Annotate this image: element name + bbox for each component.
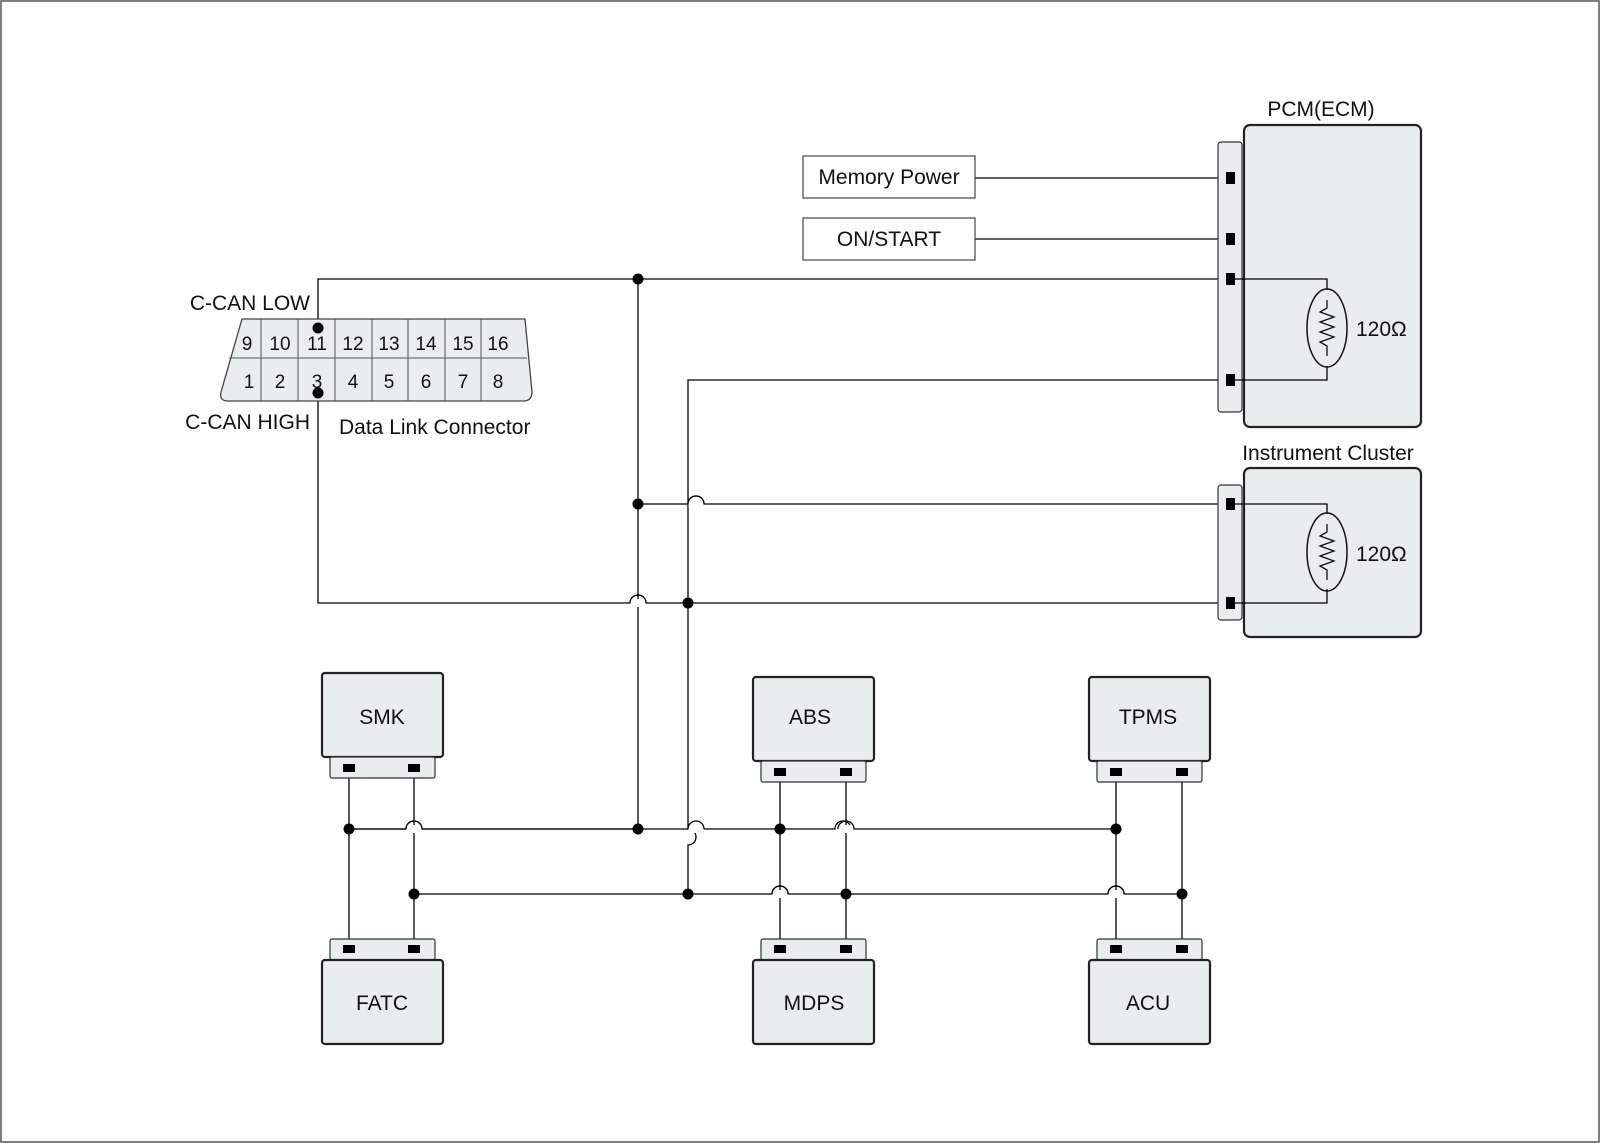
tpms-pin: [1110, 768, 1122, 776]
cluster-box: [1242, 466, 1423, 639]
pcm-pin: [1226, 233, 1235, 245]
dlc-pin-label: 11: [307, 334, 327, 355]
mdps-pin: [774, 945, 786, 953]
junction-dot: [1176, 888, 1188, 900]
junction-dot: [343, 823, 355, 835]
cluster-resistor-value: 120Ω: [1356, 543, 1407, 566]
junction-dot: [312, 387, 324, 399]
acu-box: [1087, 958, 1212, 1046]
fatc-pin: [343, 945, 355, 953]
wire-low-bus: [349, 820, 1116, 830]
dlc-pin-label: 16: [487, 334, 508, 355]
abs-connector: [760, 760, 867, 783]
dlc-body: [220, 318, 533, 402]
instrument-cluster-module: Instrument Cluster 120Ω: [1217, 442, 1423, 639]
fatc-module: FATC: [320, 938, 445, 1046]
pcm-box: [1242, 123, 1423, 429]
dlc-pin-label: 2: [275, 372, 286, 393]
junctions: [312, 273, 1188, 900]
fatc-label: FATC: [356, 992, 408, 1015]
smk-module: SMK: [320, 671, 445, 779]
abs-module: ABS: [751, 675, 876, 783]
mdps-label: MDPS: [784, 992, 845, 1015]
dlc-pins-top: 9 10 11 12 13 14 15 16: [242, 334, 509, 355]
dlc-pin-label: 15: [452, 334, 473, 355]
cluster-connector: [1217, 484, 1243, 621]
wire-can-high-pcm-vertical: [687, 379, 1230, 894]
dlc-pin-label: 6: [421, 372, 432, 393]
tpms-connector: [1096, 760, 1203, 783]
on-start-box: ON/START: [802, 217, 976, 261]
acu-pin: [1110, 945, 1122, 953]
tpms-module: TPMS: [1087, 675, 1212, 783]
junction-dot: [632, 273, 644, 285]
memory-power-label: Memory Power: [818, 166, 959, 189]
dlc-label: Data Link Connector: [339, 416, 530, 439]
crossing-gaps: [405, 495, 1125, 898]
cluster-resistor-ring: [1306, 512, 1348, 592]
junction-dot: [632, 498, 644, 510]
smk-pin: [343, 764, 355, 772]
junction-dot: [312, 322, 324, 334]
dlc-pin-label: 5: [384, 372, 395, 393]
data-link-connector: 9 10 11 12 13 14 15 16 1 2 3 4 5 6 7 8 C…: [185, 292, 533, 439]
junction-dot: [682, 888, 694, 900]
junction-dot: [632, 823, 644, 835]
wire-can-low-cluster: [638, 495, 1230, 505]
junction-dot: [408, 888, 420, 900]
junction-dot: [1110, 823, 1122, 835]
tpms-pin: [1176, 768, 1188, 776]
smk-label: SMK: [359, 706, 405, 729]
dlc-pin-label: 14: [415, 334, 437, 355]
on-start-label: ON/START: [837, 228, 941, 251]
smk-pin: [408, 764, 420, 772]
acu-label: ACU: [1126, 992, 1170, 1015]
resistor-icon: [1318, 300, 1336, 356]
dlc-pin-label: 7: [458, 372, 469, 393]
dlc-pin-label: 1: [244, 372, 255, 393]
abs-pin: [774, 768, 786, 776]
junction-dot: [774, 823, 786, 835]
mdps-module: MDPS: [751, 938, 876, 1046]
can-high-label: C-CAN HIGH: [185, 411, 310, 434]
dlc-pin-label: 3: [312, 372, 323, 393]
wire-high-bus: [414, 885, 1182, 895]
mdps-box: [751, 958, 876, 1046]
cluster-label: Instrument Cluster: [1242, 442, 1414, 465]
resistor-icon: [1318, 524, 1336, 580]
fatc-box: [320, 958, 445, 1046]
dlc-pin-label: 8: [493, 372, 504, 393]
dlc-pin-label: 4: [348, 372, 359, 393]
dlc-pin-label: 10: [269, 334, 290, 355]
junction-dot: [682, 597, 694, 609]
memory-power-box: Memory Power: [802, 155, 976, 199]
pcm-label: PCM(ECM): [1267, 98, 1374, 121]
wires: [317, 177, 1328, 947]
pcm-pin: [1226, 172, 1235, 184]
tpms-label: TPMS: [1119, 706, 1177, 729]
pcm-resistor-ring: [1306, 288, 1348, 368]
mdps-pin: [840, 945, 852, 953]
pcm-module: PCM(ECM) 120Ω: [1217, 98, 1423, 429]
dlc-pin-label: 13: [378, 334, 399, 355]
abs-pin: [840, 768, 852, 776]
dlc-pins-bottom: 1 2 3 4 5 6 7 8: [244, 372, 504, 393]
pcm-resistor-value: 120Ω: [1356, 318, 1407, 341]
smk-connector: [329, 756, 436, 779]
dlc-pin-label: 12: [342, 334, 363, 355]
acu-pin: [1176, 945, 1188, 953]
abs-label: ABS: [789, 706, 831, 729]
acu-module: ACU: [1087, 938, 1212, 1046]
dlc-pin-label: 9: [242, 334, 253, 355]
wire-can-low-dlc-pcm: [317, 278, 1230, 328]
junction-dot: [840, 888, 852, 900]
fatc-pin: [408, 945, 420, 953]
can-low-label: C-CAN LOW: [190, 292, 310, 315]
